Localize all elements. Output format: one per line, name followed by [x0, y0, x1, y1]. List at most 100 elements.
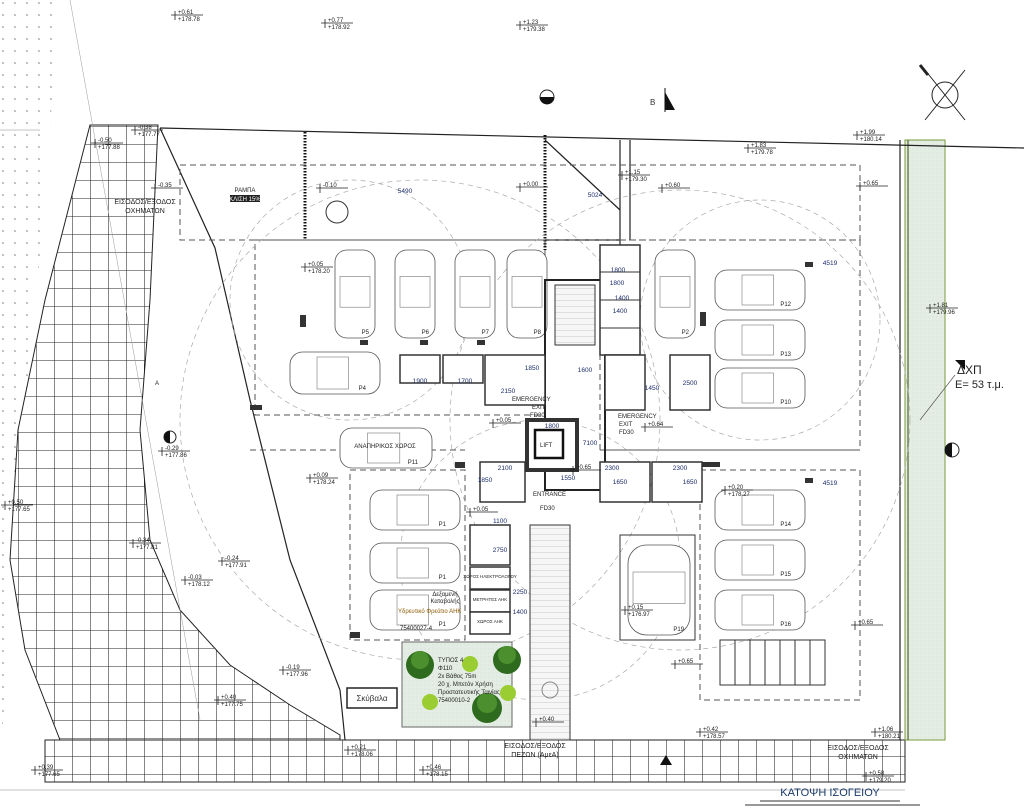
dimension-label: 1800: [545, 423, 560, 430]
car-icon: [339, 427, 433, 469]
parking-space: [369, 542, 461, 584]
ramp-label: ΡΑΜΠΑ: [235, 188, 256, 194]
parking-label: P4: [359, 386, 367, 392]
level-relative: +0.65: [678, 659, 694, 665]
level-relative: +0.40: [539, 717, 555, 723]
level-marker: -0.24+177.91: [218, 556, 250, 569]
drawing-title: ΚΑΤΟΨΗ ΙΣΟΓΕΙΟΥ: [780, 787, 880, 799]
level-relative: +0.46: [426, 765, 442, 771]
level-relative: +0.58: [869, 771, 885, 777]
level-absolute: +180.21: [878, 734, 901, 740]
level-relative: +0.60: [665, 183, 681, 189]
level-absolute: +177.77: [138, 132, 161, 138]
level-marker: -0.38+177.77: [131, 125, 163, 138]
level-marker: +0.05+178.20: [301, 262, 333, 275]
dimension-label: 2150: [501, 388, 516, 395]
section-b-label: B: [650, 98, 655, 107]
emergency-exit-2b: EXIT: [619, 422, 633, 428]
level-relative: -0.10: [323, 183, 337, 189]
pedestrian-ramp: [529, 524, 571, 741]
level-relative: +1.06: [878, 727, 894, 733]
parking-label: P13: [780, 352, 791, 358]
level-marker: -0.19+177.96: [279, 665, 311, 678]
car-icon: [654, 249, 696, 339]
level-marker: +0.40+177.75: [214, 695, 246, 708]
parking-space: [714, 319, 806, 361]
level-marker: +0.40: [532, 717, 564, 727]
car-icon: [394, 249, 436, 339]
svg-text:Φ110: Φ110: [438, 666, 453, 672]
level-absolute: +177.81: [136, 545, 159, 551]
meters-label: ΜΕΤΡΗΤΕΣ ΑΗΚ: [473, 597, 508, 602]
level-relative: +0.05: [496, 418, 512, 424]
vehicle-entrance-right-1: ΕΙΣΟΔΟΣ/ΕΞΟΔΟΣ: [827, 745, 889, 752]
level-marker: +0.39+177.65: [31, 765, 63, 778]
level-relative: +0.15: [628, 605, 644, 611]
dimension-label: 1850: [478, 477, 493, 484]
dimension-label: 1650: [683, 479, 698, 486]
parking-label: P1: [439, 575, 447, 581]
level-relative: +1.23: [523, 20, 539, 26]
emergency-exit-2c: FD30: [619, 430, 634, 436]
vehicle-entrance-right-2: ΟΧΗΜΑΤΩΝ: [838, 754, 878, 761]
property-line-top: [159, 127, 1024, 149]
level-marker: -0.10: [316, 183, 348, 193]
dimension-label: 2100: [498, 465, 513, 472]
dimension-label: 1700: [458, 378, 473, 385]
vehicle-entrance-left-2: ΟΧΗΜΑΤΩΝ: [125, 208, 165, 215]
car-icon: [714, 319, 806, 361]
handicap-parking-label: ΑΝΑΠΗΡΙΚΟΣ ΧΩΡΟΣ: [354, 444, 416, 450]
level-marker: +0.20+178.27: [721, 485, 753, 498]
car-icon: [714, 539, 806, 581]
parking-label: P19: [673, 627, 684, 633]
ahk-room-label: ΧΩΡΟΣ ΑΗΚ: [477, 619, 503, 624]
level-marker: +0.61+178.78: [171, 10, 203, 23]
level-relative: +0.00: [523, 182, 539, 188]
level-marker: -0.34+177.81: [129, 538, 161, 551]
level-marker: +0.65: [856, 181, 888, 191]
level-relative: +1.83: [751, 143, 767, 149]
level-absolute: +177.65: [38, 772, 61, 778]
dimension-label: 4519: [823, 480, 838, 487]
level-marker: +1.23+179.38: [516, 20, 548, 33]
level-absolute: +177.86: [165, 453, 188, 459]
level-marker: +0.77+178.92: [321, 18, 353, 31]
parking-space: [714, 589, 806, 631]
parking-spaces: [289, 249, 806, 636]
green-strip: [904, 139, 946, 741]
level-relative: -0.24: [225, 556, 239, 562]
level-relative: +1.99: [860, 130, 876, 136]
level-absolute: +178.92: [328, 25, 351, 31]
dimension-label: 1550: [561, 475, 576, 482]
car-icon: [369, 589, 461, 631]
refuse-label: Σκύβαλα: [356, 694, 387, 703]
dimension-label: 1400: [615, 295, 630, 302]
level-marker: -0.35: [151, 183, 183, 193]
level-marker: +1.15+179.30: [618, 170, 650, 183]
section-marker-icon: [163, 88, 965, 765]
car-icon: [714, 589, 806, 631]
level-absolute: +178.78: [178, 17, 201, 23]
entrance-label: ENTRANCE: [533, 492, 566, 498]
property-line-left: [159, 127, 346, 741]
level-marker: +0.65: [671, 659, 703, 669]
level-relative: -0.29: [165, 446, 179, 452]
level-relative: +0.20: [728, 485, 744, 491]
level-absolute: +180.14: [860, 137, 883, 143]
level-marker: +0.42+178.57: [696, 727, 728, 740]
car-icon: [369, 542, 461, 584]
emergency-exit-1: EMERGENCY: [512, 397, 551, 403]
parking-space: [289, 351, 381, 395]
car-icon: [506, 249, 548, 339]
electrical-room-label: ΧΩΡΟΣ ΗΛΕΚΤΡΟΛΟΓΟΥ: [463, 574, 517, 579]
level-relative: -0.50: [98, 138, 112, 144]
parking-label: P5: [362, 330, 370, 336]
level-relative: +0.65: [858, 620, 874, 626]
parking-space: [339, 427, 433, 469]
refuse-area: [346, 687, 398, 709]
car-icon: [627, 544, 691, 636]
level-relative: +0.39: [38, 765, 54, 771]
level-marker: +0.05: [489, 418, 521, 428]
